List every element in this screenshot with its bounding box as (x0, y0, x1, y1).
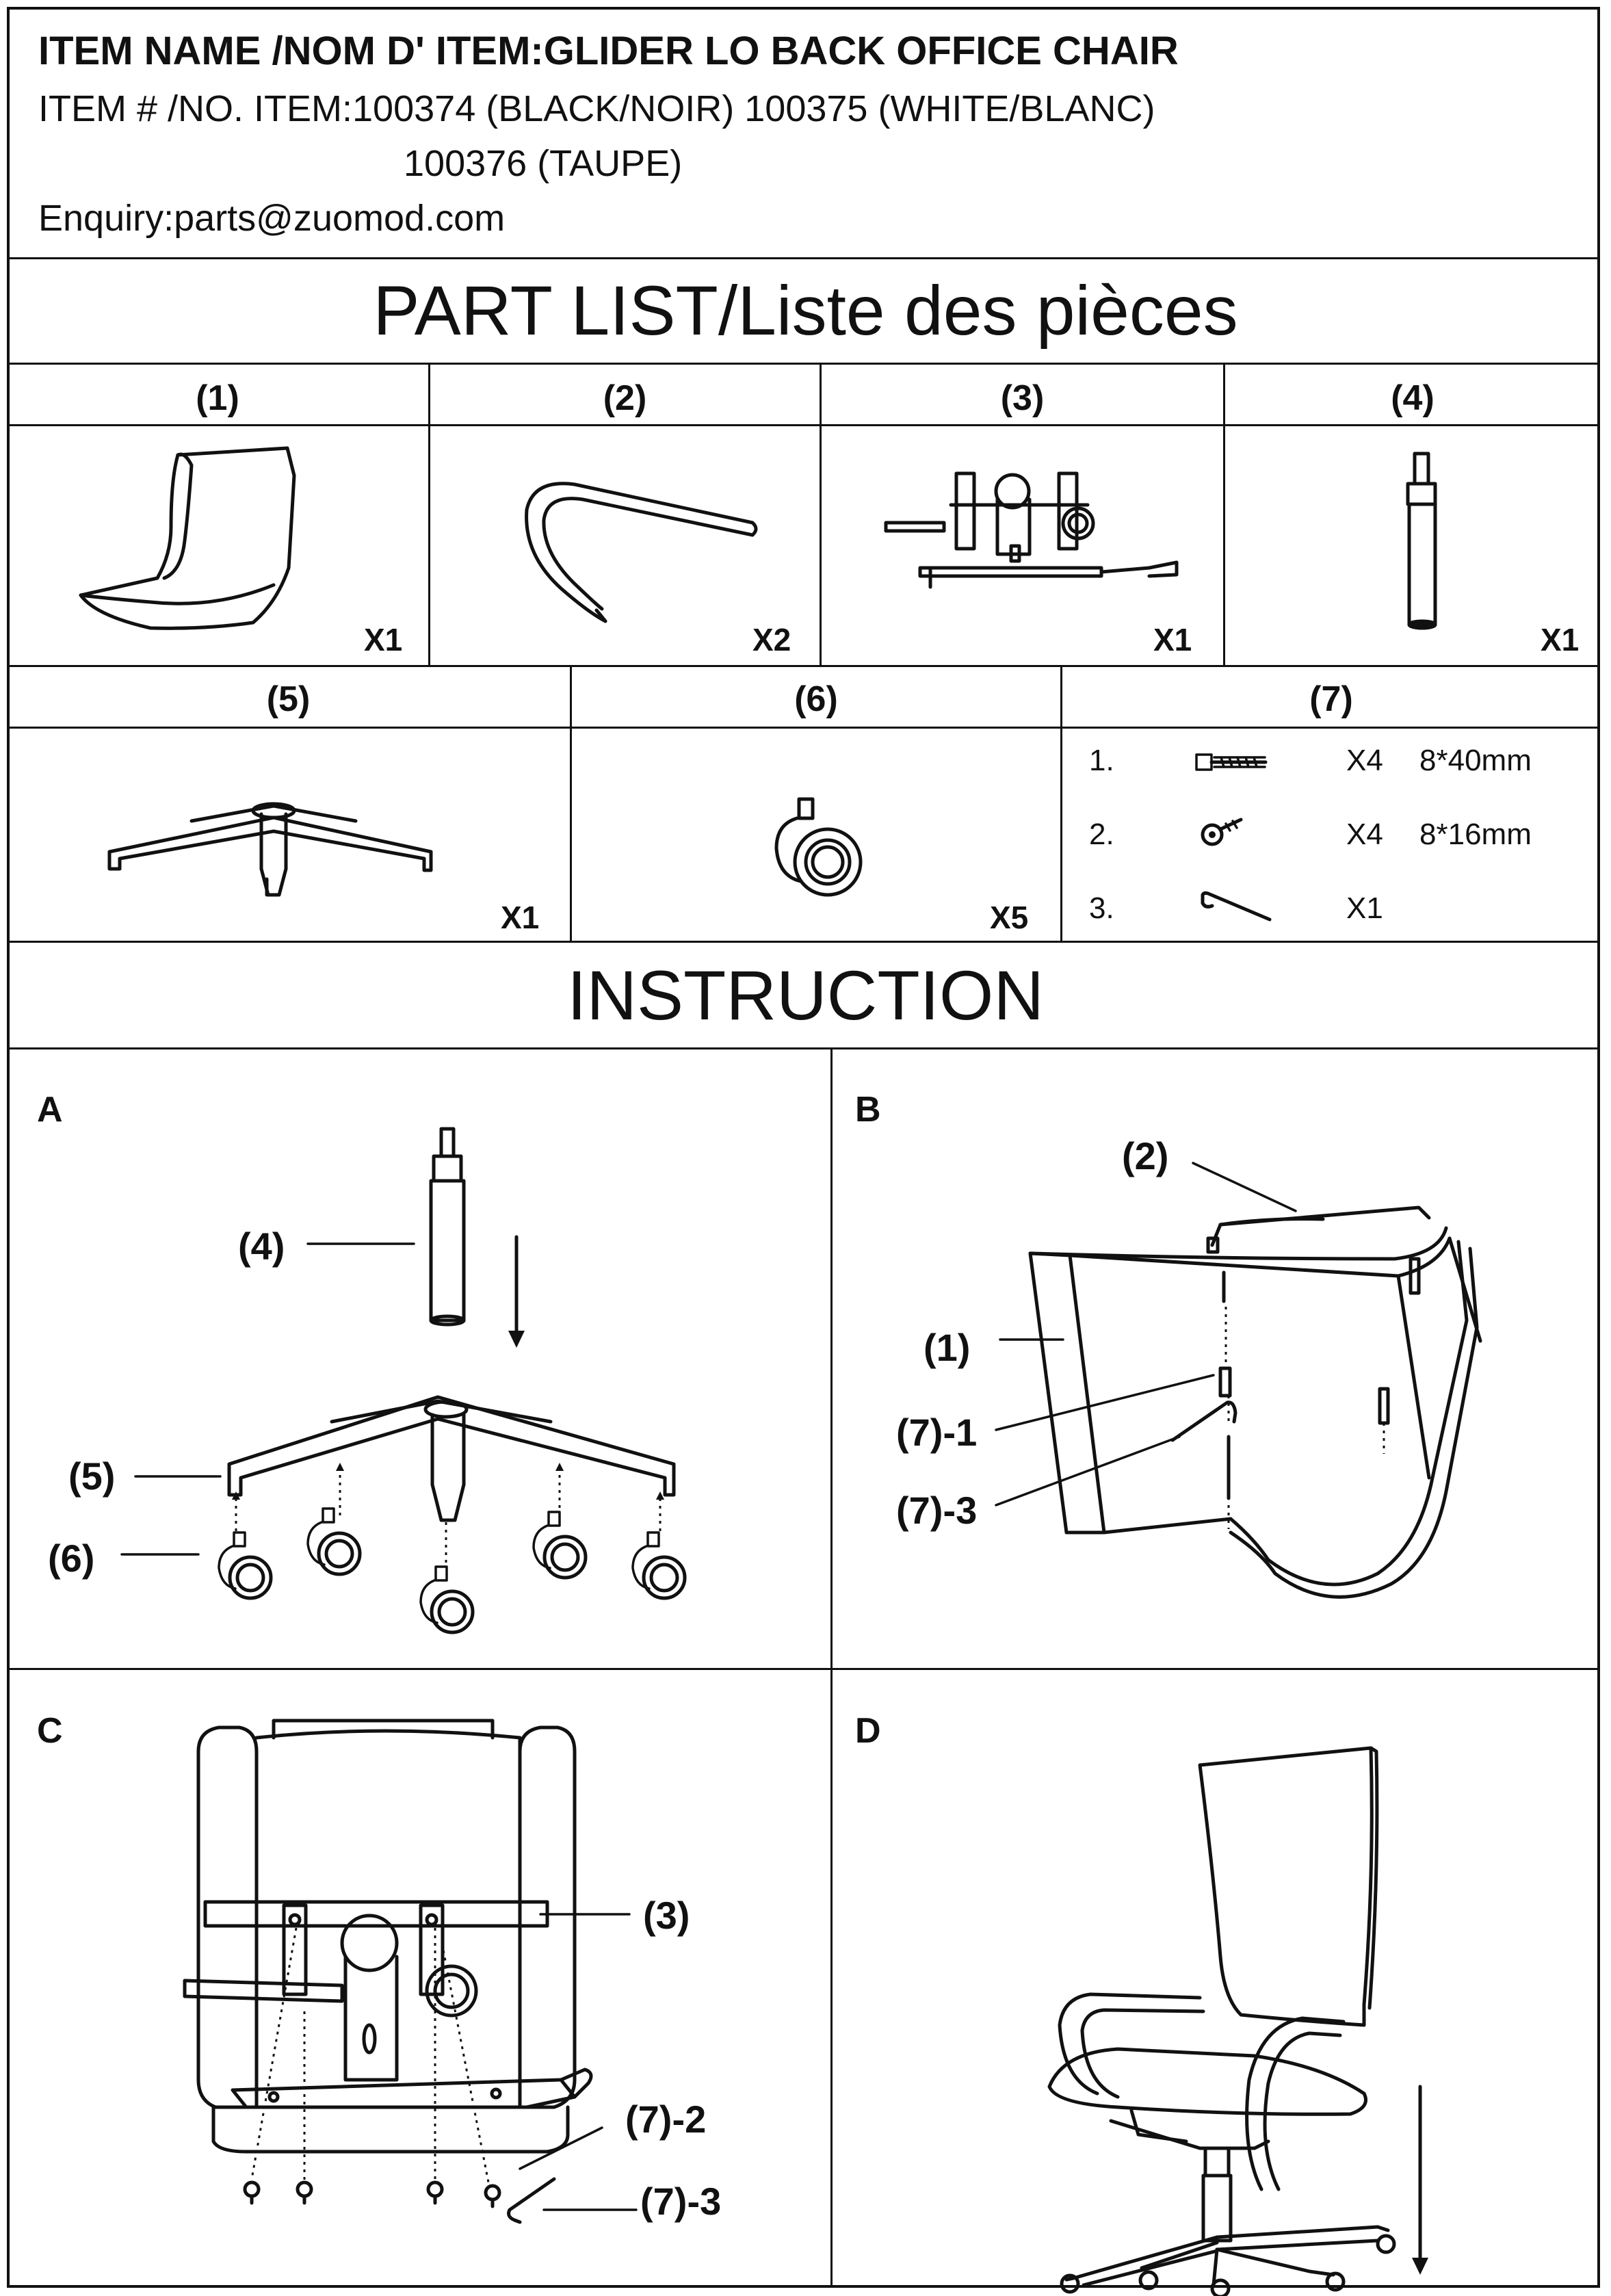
item-numbers-line2: 100376 (TAUPE) (404, 143, 683, 184)
part-quantity: X2 (752, 622, 791, 657)
part-number: (4) (1391, 378, 1435, 418)
part-quantity: X5 (990, 900, 1029, 935)
hardware-quantity: X4 (1346, 818, 1383, 851)
divider (820, 363, 822, 665)
hardware-index: 3. (1089, 891, 1114, 925)
enquiry-email[interactable]: Enquiry:parts@zuomod.com (38, 198, 506, 239)
step-letter: D (855, 1711, 881, 1751)
short-bolt-icon (1201, 818, 1243, 846)
hardware-index: 1. (1089, 744, 1114, 777)
part-number: (5) (266, 679, 311, 719)
callout-label: (5) (68, 1454, 116, 1498)
step-letter: B (855, 1090, 881, 1130)
divider (7, 424, 1600, 426)
step-b-diagram (995, 1162, 1482, 1599)
hardware-size: 8*40mm (1419, 744, 1532, 777)
allen-key-icon (1201, 891, 1272, 922)
part-number: (1) (196, 378, 239, 418)
divider (7, 727, 1600, 729)
callout-label: (7)-1 (896, 1411, 978, 1454)
step-c-diagram (183, 1719, 638, 2224)
part-list-title: PART LIST/Liste des pièces (373, 272, 1238, 350)
assembled-chair-icon (1047, 1746, 1428, 2296)
gas-cylinder-icon (1406, 452, 1437, 630)
divider (1060, 665, 1062, 941)
callout-label: (7)-2 (625, 2098, 707, 2141)
part-number: (2) (603, 378, 647, 418)
item-name: ITEM NAME /NOM D' ITEM:GLIDER LO BACK OF… (38, 29, 1179, 73)
part-quantity: X1 (1541, 622, 1580, 657)
item-numbers-line1: ITEM # /NO. ITEM:100374 (BLACK/NOIR) 100… (38, 88, 1155, 129)
divider (7, 665, 1600, 667)
callout-label: (1) (924, 1326, 971, 1369)
divider (1223, 363, 1225, 665)
step-a-diagram (120, 1127, 687, 1634)
divider (570, 665, 572, 941)
long-bolt-icon (1195, 753, 1268, 771)
callout-label: (7)-3 (896, 1489, 978, 1532)
divider (7, 1047, 1600, 1049)
divider (7, 1668, 1600, 1670)
armrest-icon (525, 482, 758, 623)
tilt-mechanism-icon (884, 471, 1179, 589)
hardware-quantity: X4 (1346, 744, 1383, 777)
divider (7, 363, 1600, 365)
step-letter: C (37, 1711, 63, 1751)
callout-label: (3) (643, 1894, 690, 1937)
seat-shell-icon (79, 446, 296, 630)
page-frame (7, 7, 1600, 2288)
divider (428, 363, 430, 665)
instruction-title: INSTRUCTION (567, 956, 1044, 1034)
callout-label: (7)-3 (640, 2180, 722, 2223)
divider (830, 1047, 833, 2288)
callout-label: (4) (238, 1225, 285, 1268)
divider (7, 941, 1600, 943)
star-base-icon (107, 802, 433, 897)
part-quantity: X1 (501, 900, 540, 935)
divider (7, 257, 1600, 259)
hardware-index: 2. (1089, 818, 1114, 851)
step-letter: A (37, 1090, 63, 1130)
caster-icon (774, 797, 863, 897)
part-number: (6) (794, 679, 838, 719)
callout-label: (6) (48, 1537, 95, 1580)
hardware-quantity: X1 (1346, 891, 1383, 925)
part-number: (7) (1309, 679, 1353, 719)
part-quantity: X1 (1153, 622, 1192, 657)
hardware-size: 8*16mm (1419, 818, 1532, 851)
callout-label: (2) (1122, 1134, 1169, 1177)
part-quantity: X1 (364, 622, 403, 657)
part-number: (3) (1000, 378, 1045, 418)
